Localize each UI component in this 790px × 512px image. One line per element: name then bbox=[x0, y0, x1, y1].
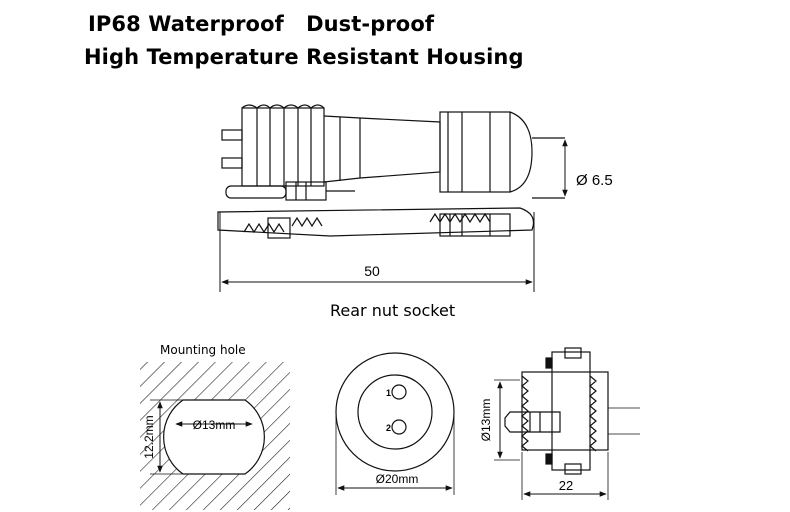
side-profile-length-label: 22 bbox=[559, 478, 573, 493]
pin-label-2: 2 bbox=[386, 423, 391, 433]
title-line-1: IP68 Waterproof Dust-proof bbox=[88, 12, 435, 36]
mounting-hole-height-label: 12.2mm bbox=[142, 415, 156, 458]
pin-hole-2 bbox=[391, 419, 407, 435]
rear-nut-socket-caption: Rear nut socket bbox=[330, 301, 456, 320]
mounting-hole-diameter-label: Ø13mm bbox=[193, 418, 236, 432]
front-face-diameter-label: Ø20mm bbox=[376, 472, 419, 486]
pin-label-1: 1 bbox=[386, 388, 391, 398]
pin-lower bbox=[221, 157, 243, 169]
title-line-2: High Temperature Resistant Housing bbox=[84, 45, 524, 69]
mounting-hole-caption: Mounting hole bbox=[160, 343, 246, 357]
pin-upper bbox=[221, 129, 243, 141]
side-profile-thread-label: Ø13mm bbox=[479, 399, 493, 442]
pin-hole-1 bbox=[391, 384, 407, 400]
length-label-50: 50 bbox=[364, 263, 380, 279]
side-profile-drawing bbox=[494, 347, 640, 500]
connector-side-view bbox=[217, 104, 565, 239]
mounting-hole-drawing bbox=[140, 362, 290, 510]
cable-diameter-label: Ø 6.5 bbox=[576, 172, 613, 189]
length-dimension-50 bbox=[219, 212, 535, 292]
front-face-drawing bbox=[335, 352, 455, 495]
